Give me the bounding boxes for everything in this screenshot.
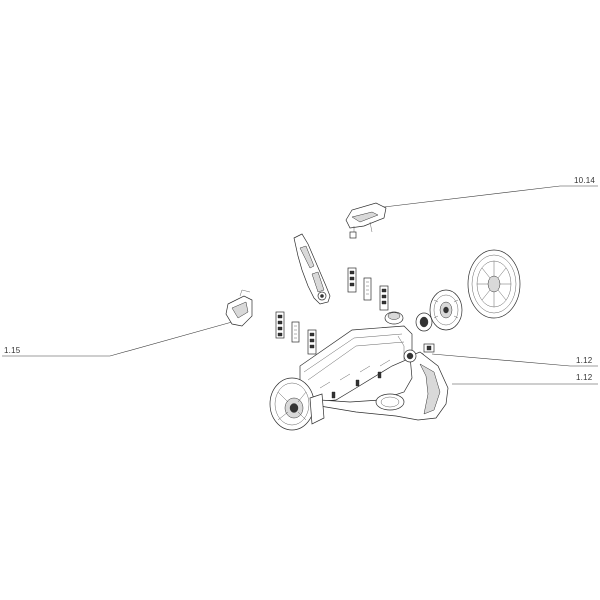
callout-1-12-upper: 1.12 [576,356,593,365]
gear-pulley-part [429,289,463,331]
leader-line-10-14 [383,185,598,208]
large-wheel-left [269,377,325,431]
clip-left-2 [291,321,300,343]
large-wheel-right [467,249,521,319]
callout-10-14: 10.14 [574,176,596,185]
clip-right-2 [363,277,372,301]
handle-arm-part [293,233,331,305]
top-cover-part [345,202,387,239]
main-body-chassis [295,325,449,421]
leader-lines [2,185,598,385]
callout-1-12-lower: 1.12 [576,373,593,382]
callout-1-15: 1.15 [4,346,21,355]
hub-bearing-part [415,312,433,332]
brush-clips [275,267,389,355]
leader-line-1-12-upper [431,353,598,367]
clip-left-1 [275,311,285,339]
clip-right-1 [347,267,357,293]
side-cap-part [225,289,253,327]
leader-line-1-15 [2,321,233,357]
round-cap-part [384,311,404,325]
clip-right-3 [379,285,389,311]
clip-left-3 [307,329,317,355]
